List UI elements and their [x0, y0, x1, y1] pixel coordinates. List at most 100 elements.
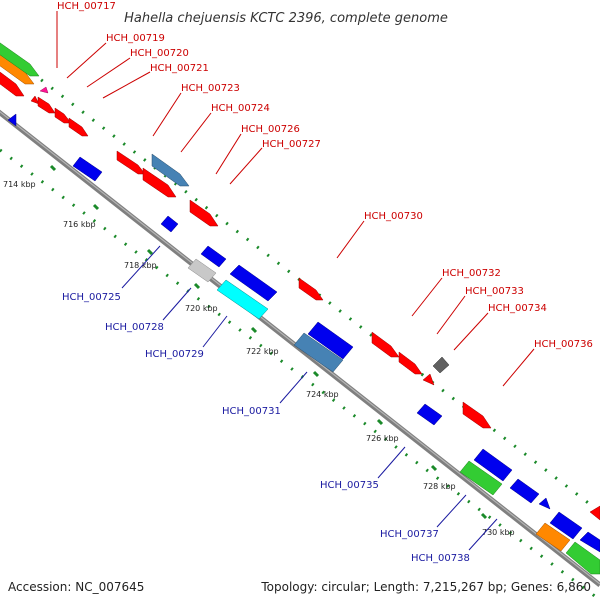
gene-label[interactable]: HCH_00736	[534, 339, 593, 350]
gene-label[interactable]: HCH_00717	[57, 1, 116, 12]
tick-mark	[146, 248, 154, 256]
tick-mark	[193, 282, 201, 290]
leader-line	[453, 312, 489, 351]
gene-arrow[interactable]	[151, 153, 190, 187]
kbp-label: 728 kbp	[423, 482, 456, 491]
leader-line	[436, 295, 466, 335]
gene-arrow[interactable]	[432, 356, 450, 374]
gene-label[interactable]: HCH_00735	[320, 480, 379, 491]
leader-line	[202, 315, 228, 348]
leader-line	[152, 92, 182, 137]
tick-mark	[376, 418, 384, 426]
kbp-label: 716 kbp	[63, 220, 96, 229]
gene-arrow[interactable]	[509, 478, 540, 504]
gene-arrow[interactable]	[473, 448, 513, 482]
gene-label[interactable]: HCH_00737	[380, 529, 439, 540]
gene-label[interactable]: HCH_00723	[181, 83, 240, 94]
leader-line	[162, 287, 192, 321]
gene-label[interactable]: HCH_00732	[442, 268, 501, 279]
leader-line	[86, 57, 131, 88]
gene-arrow[interactable]	[229, 264, 278, 302]
scale-tracks	[0, 46, 600, 600]
label-leader-lines	[56, 11, 535, 551]
gene-arrow[interactable]	[160, 215, 179, 233]
gene-label[interactable]: HCH_00733	[465, 286, 524, 297]
gene-arrow[interactable]	[565, 541, 600, 575]
gene-arrow[interactable]	[7, 113, 17, 127]
gene-arrow[interactable]	[371, 331, 400, 358]
leader-line	[502, 348, 535, 387]
leader-line	[180, 112, 212, 153]
gene-label[interactable]: HCH_00721	[150, 63, 209, 74]
leader-line	[336, 220, 365, 259]
tick-mark	[49, 164, 57, 172]
leader-line	[411, 277, 443, 317]
gene-arrow[interactable]	[142, 167, 177, 198]
leader-line	[377, 446, 406, 479]
gene-arrow[interactable]	[293, 332, 344, 373]
gene-arrow[interactable]	[307, 321, 354, 360]
kbp-label: 718 kbp	[124, 261, 157, 270]
gene-arrow[interactable]	[398, 351, 423, 375]
gene-label[interactable]: HCH_00738	[411, 553, 470, 564]
ruler-ticks	[49, 164, 488, 520]
kbp-label: 726 kbp	[366, 434, 399, 443]
gene-label[interactable]: HCH_00731	[222, 406, 281, 417]
leader-line	[102, 71, 151, 99]
gene-label[interactable]: HCH_00728	[105, 322, 164, 333]
gene-label[interactable]: HCH_00720	[130, 48, 189, 59]
gene-label[interactable]: HCH_00727	[262, 139, 321, 150]
reverse-gene-labels: HCH_00725 HCH_00728 HCH_00729 HCH_00731 …	[62, 292, 470, 564]
gene-label[interactable]: HCH_00719	[106, 33, 165, 44]
reverse-strand-genes	[7, 113, 600, 575]
gene-arrow[interactable]	[0, 69, 25, 97]
gene-arrow[interactable]	[0, 51, 35, 85]
gene-label[interactable]: HCH_00726	[241, 124, 300, 135]
gene-arrow[interactable]	[462, 401, 492, 429]
gene-arrow[interactable]	[589, 505, 600, 521]
leader-line	[279, 371, 308, 404]
gene-arrow[interactable]	[189, 199, 219, 227]
gene-arrow[interactable]	[216, 279, 269, 320]
tick-mark	[480, 512, 488, 520]
kbp-label: 722 kbp	[246, 347, 279, 356]
gene-label[interactable]: HCH_00734	[488, 303, 547, 314]
gene-arrow[interactable]	[30, 95, 40, 105]
forward-gene-labels: HCH_00717 HCH_00719 HCH_00720 HCH_00721 …	[57, 1, 593, 350]
gene-arrow[interactable]	[68, 117, 89, 137]
gene-arrow[interactable]	[54, 107, 72, 124]
inner-dotted-track	[0, 148, 600, 600]
gene-arrow[interactable]	[535, 522, 571, 552]
gene-arrow[interactable]	[549, 511, 583, 540]
accession-text: Accession: NC_007645	[8, 580, 145, 594]
gene-arrow[interactable]	[72, 156, 103, 182]
position-labels: 714 kbp 716 kbp 718 kbp 720 kbp 722 kbp …	[3, 180, 515, 537]
gene-label[interactable]: HCH_00730	[364, 211, 423, 222]
gene-arrow[interactable]	[579, 531, 600, 553]
gene-arrow[interactable]	[39, 86, 49, 94]
leader-line	[121, 245, 161, 289]
gene-arrow[interactable]	[116, 150, 146, 175]
gene-label[interactable]: HCH_00725	[62, 292, 121, 303]
gene-arrow[interactable]	[187, 258, 217, 283]
tick-mark	[92, 203, 100, 211]
gene-arrow[interactable]	[200, 245, 227, 268]
gene-label[interactable]: HCH_00724	[211, 103, 270, 114]
gene-arrow[interactable]	[538, 497, 551, 510]
gene-arrow[interactable]	[422, 373, 435, 386]
leader-line	[468, 518, 498, 551]
gene-arrow[interactable]	[298, 277, 324, 301]
gene-arrow[interactable]	[459, 460, 503, 496]
genome-summary-text: Topology: circular; Length: 7,215,267 bp…	[261, 580, 591, 594]
gene-arrow[interactable]	[0, 40, 40, 77]
forward-strand-genes	[0, 40, 600, 521]
gene-label[interactable]: HCH_00729	[145, 349, 204, 360]
tick-mark	[312, 370, 320, 378]
kbp-label: 724 kbp	[306, 390, 339, 399]
gene-arrow[interactable]	[416, 403, 443, 426]
kbp-label: 720 kbp	[185, 304, 218, 313]
gene-arrow[interactable]	[37, 96, 56, 114]
map-title: Hahella chejuensis KCTC 2396, complete g…	[124, 11, 448, 26]
tick-mark	[430, 464, 438, 472]
